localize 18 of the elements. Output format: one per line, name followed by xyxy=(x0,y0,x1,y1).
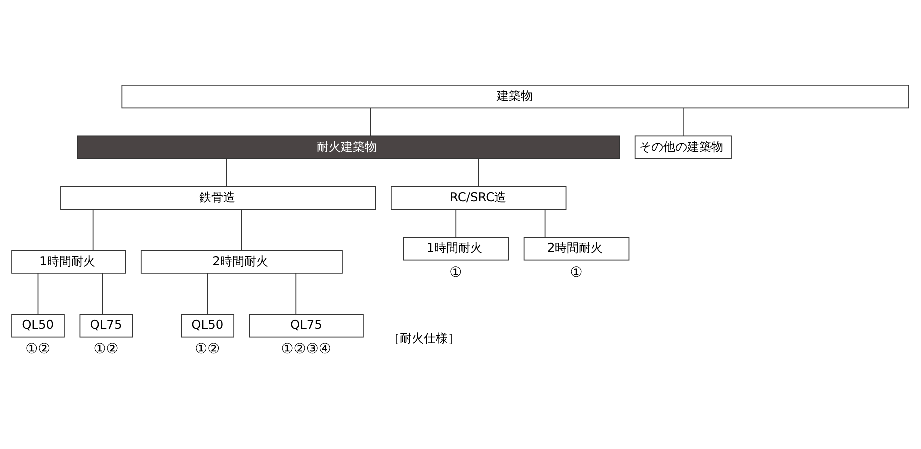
connector xyxy=(226,158,228,188)
connector xyxy=(102,273,104,315)
node-label: ①② xyxy=(26,342,51,358)
connector xyxy=(92,209,94,252)
node-label: ①② xyxy=(195,342,220,358)
connector xyxy=(456,209,457,238)
connector xyxy=(683,108,684,137)
label: ［耐火仕様］ xyxy=(388,331,460,346)
connector xyxy=(544,209,546,238)
connector xyxy=(38,273,39,315)
connector xyxy=(370,108,372,137)
node-label: ①②③④ xyxy=(281,342,332,358)
node-label: ①② xyxy=(94,342,119,358)
connector xyxy=(296,273,297,315)
node-label: ① xyxy=(570,264,583,281)
connector xyxy=(478,158,480,188)
node-label: ① xyxy=(450,264,462,281)
connector xyxy=(207,273,208,315)
